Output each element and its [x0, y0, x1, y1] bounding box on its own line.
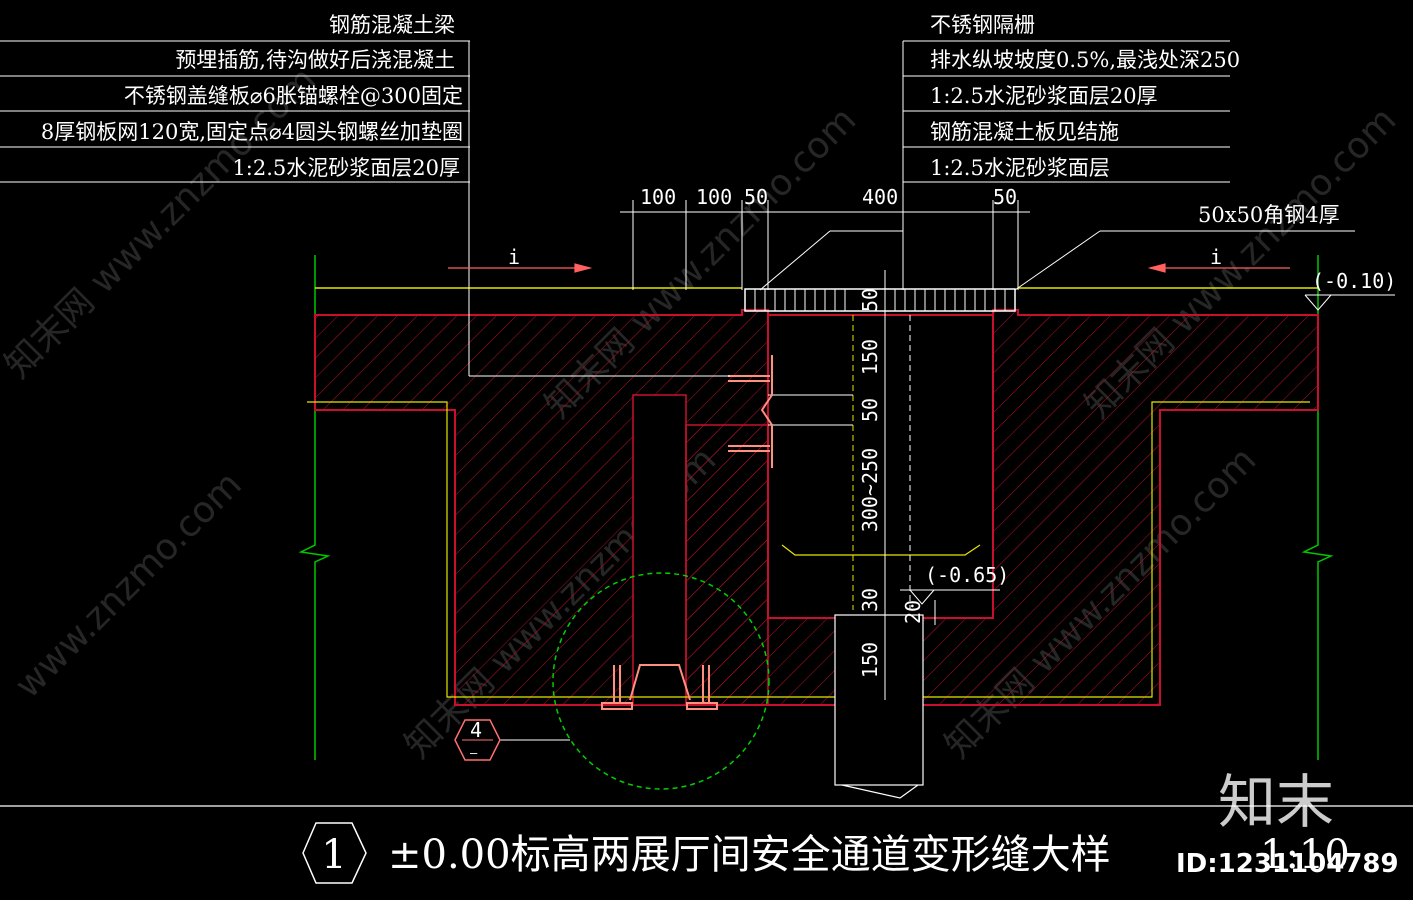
watermark-logo: 知末	[1218, 768, 1334, 836]
leader-lines	[0, 40, 1355, 741]
concrete-section	[307, 287, 1319, 799]
edge-break-lines	[298, 255, 1334, 760]
left-note: 预埋插筋,待沟做好后浇混凝土	[175, 48, 455, 72]
callout-sheet: —	[470, 746, 478, 760]
dim-label: 50	[858, 288, 882, 312]
dim-label: 150	[858, 339, 882, 375]
elevation-label: (-0.65)	[925, 563, 1009, 587]
slope-arrows	[448, 263, 1290, 273]
angle-steel-note: 50x50角钢4厚	[1198, 203, 1340, 227]
stainless-grating	[744, 288, 1016, 312]
detail-callout-marker	[454, 719, 501, 761]
slope-label: i	[1210, 245, 1222, 269]
svg-text:知末网 www.znzmo.com: 知末网 www.znzmo.com	[0, 59, 324, 386]
dim-label: 150	[858, 642, 882, 678]
callout-number: 4	[470, 718, 482, 742]
svg-text:www.znzmo.com: www.znzmo.com	[7, 464, 249, 706]
left-note: 不锈钢盖缝板⌀6胀锚螺栓@300固定	[124, 84, 463, 108]
right-note: 排水纵坡坡度0.5%,最浅处深250	[930, 48, 1240, 72]
left-note: 8厚钢板网120宽,固定点⌀4圆头钢螺丝加垫圈	[41, 120, 463, 144]
watermark-id: ID:1231104789	[1176, 849, 1399, 879]
left-note: 钢筋混凝土梁	[329, 13, 455, 37]
detail-circle	[552, 572, 770, 790]
top-dimensions: 100 100 50 400 50	[640, 185, 1017, 209]
dim-label: 30	[858, 588, 882, 612]
elevation-label: (-0.10)	[1312, 269, 1396, 293]
dim-label: 300~250	[858, 448, 882, 532]
right-note: 不锈钢隔栅	[930, 13, 1035, 37]
dim-label: 100	[696, 185, 732, 209]
page-title: ±0.00标高两展厅间安全通道变形缝大样	[388, 832, 1111, 878]
dimension-lines	[620, 200, 1030, 700]
title-scale: 1:10	[1260, 832, 1350, 878]
anchor-bolts	[601, 355, 773, 710]
right-note: 钢筋混凝土板见结施	[930, 120, 1119, 144]
title-number-marker	[302, 822, 367, 884]
dim-label: 50	[993, 185, 1017, 209]
dim-label: 50	[744, 185, 768, 209]
dim-label: 50	[858, 398, 882, 422]
left-note: 1:2.5水泥砂浆面层20厚	[232, 156, 460, 180]
dim-label: 400	[862, 185, 898, 209]
dim-label: 20	[901, 600, 925, 624]
vertical-dimensions: 50 150 50 300~250 30 20 150	[858, 288, 925, 678]
title-number: 1	[321, 832, 346, 878]
right-note: 1:2.5水泥砂浆面层20厚	[930, 84, 1158, 108]
right-note: 1:2.5水泥砂浆面层	[930, 156, 1110, 180]
dim-label: 100	[640, 185, 676, 209]
right-notes: 不锈钢隔栅 排水纵坡坡度0.5%,最浅处深250 1:2.5水泥砂浆面层20厚 …	[930, 13, 1340, 227]
elevation-markers	[900, 294, 1395, 605]
left-notes: 钢筋混凝土梁 预埋插筋,待沟做好后浇混凝土 不锈钢盖缝板⌀6胀锚螺栓@300固定…	[41, 13, 463, 180]
slope-label: i	[508, 245, 520, 269]
